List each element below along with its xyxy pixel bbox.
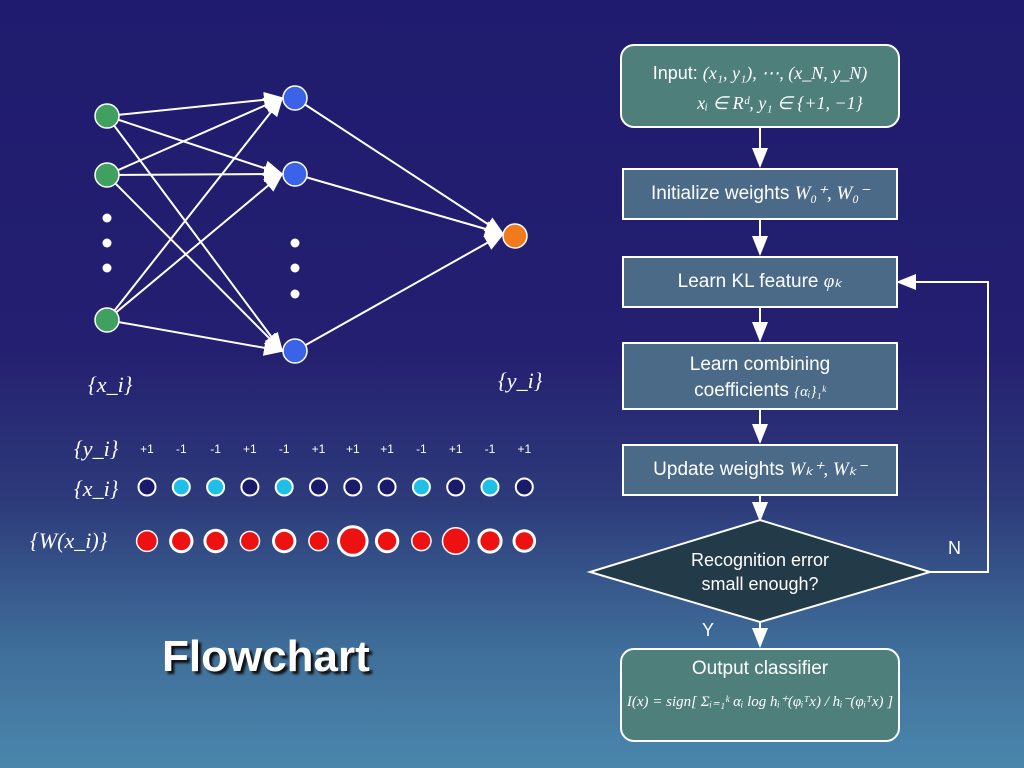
decision-text: Recognition error small enough? [640,548,880,596]
y-value-label: -1 [416,442,427,456]
input-box: Input: (x₁, y₁), ⋯, (x_N, y_N) xᵢ ∈ Rᵈ, … [620,44,900,128]
weight-dot [308,530,329,552]
y-row-label: {y_i} [74,436,119,461]
weight-dot [135,529,159,553]
output-set-label: {y_i} [498,368,543,393]
weight-dot [515,532,534,550]
update-math: Wₖ⁺, Wₖ⁻ [789,459,867,480]
learn-combining-box: Learn combining coefficients {αᵢ}₁ᵏ [622,342,898,410]
w-row-label: {W(x_i)} [30,528,108,553]
weight-dot [340,528,366,554]
y-value-label: +1 [140,442,154,456]
learn-comb-line1: Learn combining [689,354,831,375]
no-label: N [948,538,961,558]
weight-dot [480,531,500,551]
input-set-label: {x_i} [88,372,133,397]
x-sample-dot [240,477,260,497]
initialize-weights-box: Initialize weights W₀⁺, W₀⁻ [622,168,898,220]
learn-comb-math: {αᵢ}₁ᵏ [794,384,826,400]
weight-dot [206,531,225,551]
init-text: Initialize weights [650,183,790,204]
hidden-nodes [282,85,308,364]
weight-dot [411,530,432,552]
learn-kl-math: φₖ [823,271,843,292]
network-edges [106,91,505,356]
update-text: Update weights [653,459,785,480]
update-weights-box: Update weights Wₖ⁺, Wₖ⁻ [622,444,898,496]
y-value-label: +1 [346,442,360,456]
sample-sequence: +1 -1 -1 +1 -1 +1 +1 +1 -1 +1 -1 +1 [135,442,537,557]
y-value-label: -1 [176,442,187,456]
x-sample-dot [343,477,363,497]
x-sample-dot [377,477,397,497]
y-value-label: +1 [380,442,394,456]
weight-dot [377,531,397,551]
output-formula: I(x) = sign[ Σᵢ₌₁ᵏ αᵢ log hᵢ⁺(φᵢᵀx) / hᵢ… [626,694,894,710]
decision-diamond [586,518,934,624]
init-math: W₀⁺, W₀⁻ [794,183,870,204]
x-row-label: {x_i} [74,476,119,501]
x-sample-dot [274,477,294,497]
y-value-label: +1 [243,442,257,456]
output-line1: Output classifier [691,658,829,679]
x-sample-dot [446,477,466,497]
learn-comb-line2: coefficients [694,380,789,401]
decision-line1: Recognition error [690,550,830,570]
y-value-label: -1 [279,442,290,456]
slide-title: Flowchart [162,632,370,681]
learn-kl-feature-box: Learn KL feature φₖ [622,256,898,308]
input-math-line2: xᵢ ∈ Rᵈ, y₁ ∈ {+1, −1} [697,93,863,113]
weight-dot [239,530,261,552]
y-value-label: -1 [485,442,496,456]
weight-dot [172,531,191,551]
y-value-label: +1 [449,442,463,456]
x-sample-dot [206,477,226,497]
y-value-label: +1 [517,442,531,456]
x-sample-dot [480,477,500,497]
input-nodes [94,103,120,333]
x-sample-dot [171,477,191,497]
weight-dot [441,527,470,555]
weight-dot [275,531,294,551]
yes-label: Y [702,620,715,640]
x-sample-dot [411,477,431,497]
input-math-line1: (x₁, y₁), ⋯, (x_N, y_N) [702,63,868,83]
neural-network-diagram [94,85,528,364]
x-sample-dot [137,477,157,497]
output-node [502,223,528,249]
output-classifier-box: Output classifier I(x) = sign[ Σᵢ₌₁ᵏ αᵢ … [620,648,900,742]
x-sample-dot [514,477,534,497]
input-prefix: Input: [652,63,698,83]
x-sample-dot [309,477,328,497]
y-value-label: -1 [210,442,221,456]
y-value-label: +1 [312,442,326,456]
learn-kl-text: Learn KL feature [677,271,819,292]
decision-line2: small enough? [701,574,819,594]
